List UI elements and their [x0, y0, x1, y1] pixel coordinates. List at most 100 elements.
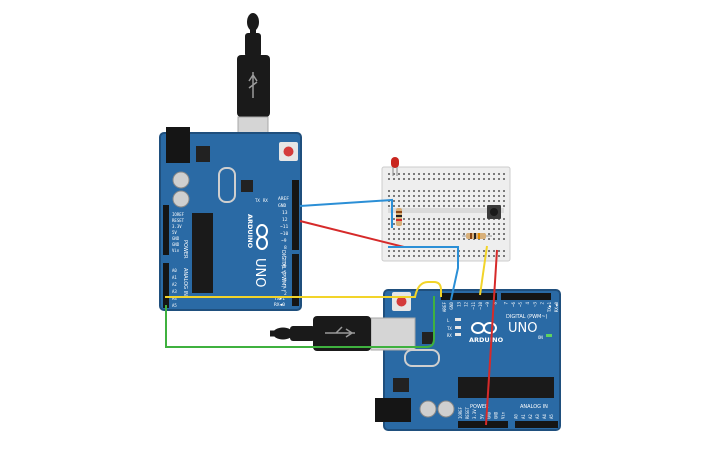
breadboard-hole	[438, 228, 440, 230]
breadboard-hole	[428, 250, 430, 252]
wire-red-signal[interactable]	[299, 220, 405, 248]
breadboard-hole	[438, 223, 440, 225]
analog-pin-label: A5	[172, 303, 177, 308]
wire-yellow-signal[interactable]	[479, 245, 488, 296]
analog-pin-label: A4	[542, 414, 547, 419]
pin-label: ~11	[471, 302, 476, 310]
breadboard-hole	[498, 250, 500, 252]
power-header	[163, 205, 169, 255]
breadboard-hole	[393, 228, 395, 230]
resistor-horizontal[interactable]	[462, 233, 492, 239]
breadboard-hole	[463, 255, 465, 257]
breadboard-hole	[403, 233, 405, 235]
power-jack	[166, 127, 190, 163]
breadboard-hole	[418, 250, 420, 252]
breadboard-hole	[463, 218, 465, 220]
reset-button-cap	[396, 296, 407, 307]
breadboard-hole	[458, 195, 460, 197]
breadboard-hole	[423, 238, 425, 240]
breadboard-hole	[433, 218, 435, 220]
breadboard-hole	[458, 173, 460, 175]
breadboard-hole	[428, 255, 430, 257]
breadboard-hole	[423, 195, 425, 197]
breadboard-hole	[488, 195, 490, 197]
breadboard[interactable]	[381, 157, 511, 262]
led-component[interactable]	[391, 157, 399, 176]
breadboard-hole	[413, 200, 415, 202]
pin-label: RX◀0	[554, 302, 559, 313]
breadboard-hole	[463, 250, 465, 252]
breadboard-hole	[403, 223, 405, 225]
breadboard-hole	[488, 223, 490, 225]
wire-green-i2c[interactable]	[165, 296, 435, 348]
pin-label: 7	[284, 256, 287, 262]
breadboard-hole	[433, 223, 435, 225]
breadboard-hole	[398, 173, 400, 175]
breadboard-hole	[398, 255, 400, 257]
usb-connector	[370, 317, 416, 351]
breadboard-hole	[478, 255, 480, 257]
breadboard-hole	[413, 238, 415, 240]
breadboard-hole	[483, 205, 485, 207]
breadboard-hole	[463, 190, 465, 192]
breadboard-hole	[403, 200, 405, 202]
usb-symbol-icon	[325, 326, 355, 338]
wire-blue-gnd[interactable]	[299, 198, 393, 228]
breadboard-hole	[483, 255, 485, 257]
breadboard-hole	[478, 223, 480, 225]
digital-header-label: DIGITAL (PWM~)	[506, 314, 548, 320]
breadboard-hole	[448, 218, 450, 220]
breadboard-hole	[393, 200, 395, 202]
breadboard-hole	[488, 200, 490, 202]
breadboard-hole	[413, 233, 415, 235]
power-pin-label: GND	[172, 242, 180, 247]
breadboard-hole	[458, 228, 460, 230]
breadboard-hole	[423, 223, 425, 225]
breadboard-hole	[393, 218, 395, 220]
pin-label: ~3	[532, 302, 537, 308]
digital-header-label: DIGITAL (PWM~)	[280, 250, 286, 292]
analog-pin-label: A5	[549, 414, 554, 419]
wire-yellow-i2c[interactable]	[165, 281, 442, 298]
breadboard-hole	[473, 190, 475, 192]
breadboard-hole	[478, 205, 480, 207]
digital-header-low	[292, 254, 299, 306]
arduino-board-right[interactable]: UNO ARDUINO DIGITAL (PWM~) POWER ANALOG …	[370, 289, 561, 431]
breadboard-hole	[503, 255, 505, 257]
breadboard-hole	[418, 223, 420, 225]
wire-red-5v[interactable]	[485, 249, 498, 426]
breadboard-hole	[423, 255, 425, 257]
usb-chip	[241, 180, 253, 192]
pushbutton[interactable]	[487, 205, 501, 219]
breadboard-hole	[478, 228, 480, 230]
power-pin-label: Vin	[501, 411, 506, 419]
resistor-vertical[interactable]	[396, 208, 402, 226]
breadboard-hole	[478, 200, 480, 202]
breadboard-hole	[468, 228, 470, 230]
breadboard-hole	[443, 218, 445, 220]
breadboard-hole	[413, 218, 415, 220]
breadboard-hole	[418, 238, 420, 240]
breadboard-hole	[498, 200, 500, 202]
breadboard-center-channel	[388, 208, 504, 213]
breadboard-hole	[493, 255, 495, 257]
breadboard-hole	[388, 195, 390, 197]
breadboard-hole	[398, 200, 400, 202]
arduino-board-left[interactable]: ARDUINO UNO DIGITAL (PWM~) POWER ANALOG …	[159, 127, 302, 311]
wire-blue-gnd-right[interactable]	[388, 246, 459, 301]
breadboard-hole	[473, 218, 475, 220]
breadboard-hole	[418, 205, 420, 207]
power-header-label: POWER	[182, 240, 188, 259]
breadboard-hole	[413, 255, 415, 257]
usb-cable-right[interactable]	[270, 316, 371, 351]
breadboard-hole	[433, 228, 435, 230]
breadboard-hole	[448, 173, 450, 175]
led-label: TX	[447, 326, 452, 331]
breadboard-hole	[473, 205, 475, 207]
breadboard-hole	[498, 238, 500, 240]
pin-label: ~5	[518, 302, 523, 308]
board-model-label: UNO	[508, 321, 537, 336]
pin-label: 7	[504, 302, 509, 305]
pin-label: AREF	[442, 302, 447, 313]
breadboard-hole	[448, 205, 450, 207]
